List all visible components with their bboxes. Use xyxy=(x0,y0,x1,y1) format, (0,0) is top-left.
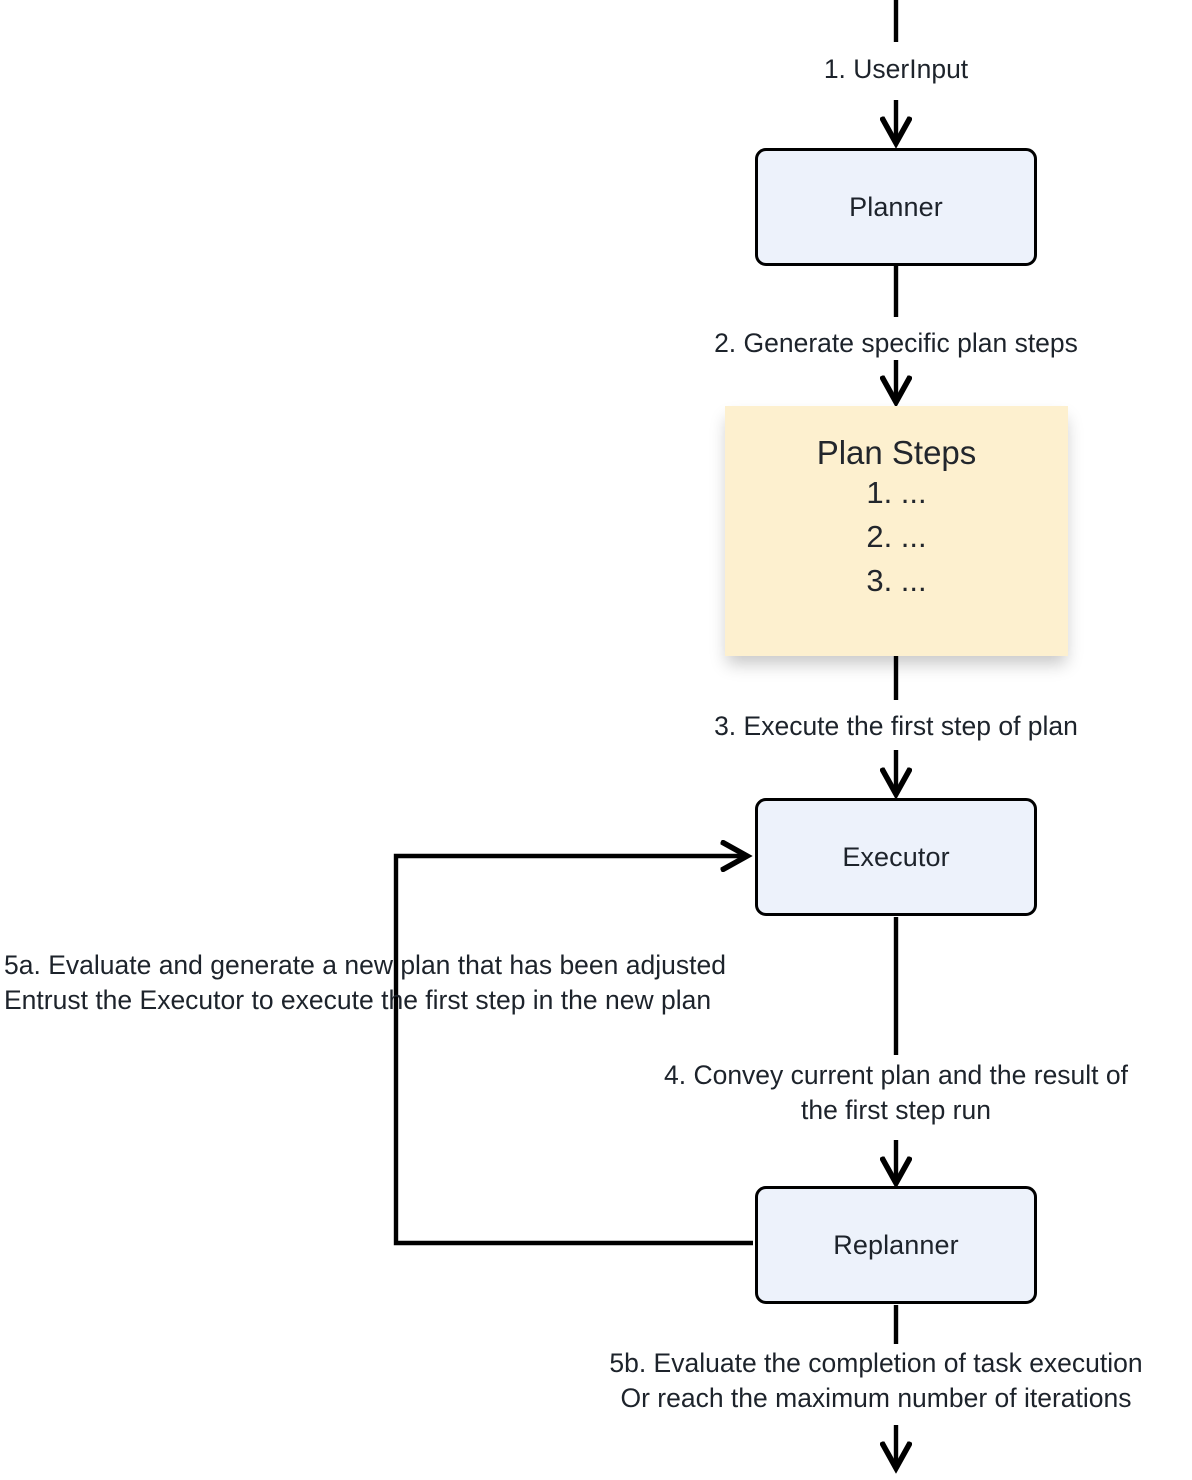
node-planner-label: Planner xyxy=(849,191,943,222)
edge-replan-loop xyxy=(393,856,753,1246)
edge-label-convey-result: 4. Convey current plan and the result of… xyxy=(663,1060,1129,1126)
node-replanner-label: Replanner xyxy=(833,1229,959,1260)
node-planner[interactable]: Planner xyxy=(755,148,1037,266)
edge-label-user-input: 1. UserInput xyxy=(823,54,969,84)
plan-steps-item: 2. ... xyxy=(866,518,927,554)
node-replanner[interactable]: Replanner xyxy=(755,1186,1037,1304)
edge-label-finish: 5b. Evaluate the completion of task exec… xyxy=(609,1348,1143,1414)
edge-label-execute-first: 3. Execute the first step of plan xyxy=(714,711,1078,741)
edge-label-generate-plan: 2. Generate specific plan steps xyxy=(714,328,1078,358)
plan-steps-title: Plan Steps xyxy=(816,434,977,471)
edge-label-replan-loop: 5a. Evaluate and generate a new plan tha… xyxy=(4,950,726,1016)
node-executor[interactable]: Executor xyxy=(755,798,1037,916)
node-plan-steps[interactable]: Plan Steps 1. ... 2. ... 3. ... xyxy=(725,406,1068,656)
plan-steps-item: 1. ... xyxy=(866,474,927,510)
plan-steps-item: 3. ... xyxy=(866,562,927,598)
node-executor-label: Executor xyxy=(842,841,950,872)
